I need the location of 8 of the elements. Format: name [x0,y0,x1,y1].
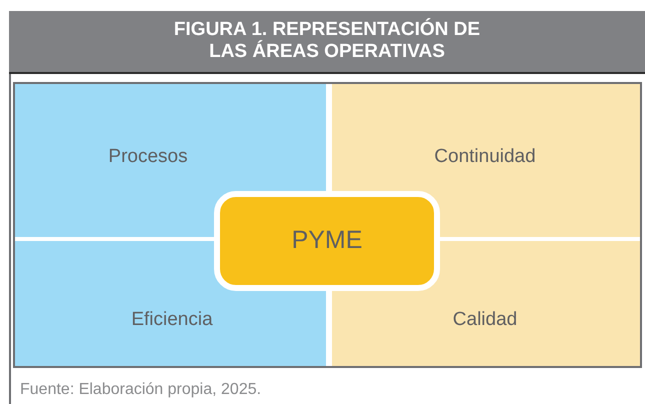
center-box [214,191,440,291]
title: FIGURA 1. REPRESENTACIÓN DE LAS ÁREAS OPERATIVAS [172,19,482,63]
quadrant-label: Eficiencia [131,309,213,331]
quadrant-label: Continuidad [434,146,536,168]
quadrant-label: Calidad [452,309,518,331]
center-label: PYME [292,226,362,254]
source-note: Fuente: Elaboración propia, 2025. [20,381,262,399]
quadrant-label: Procesos [108,146,188,168]
